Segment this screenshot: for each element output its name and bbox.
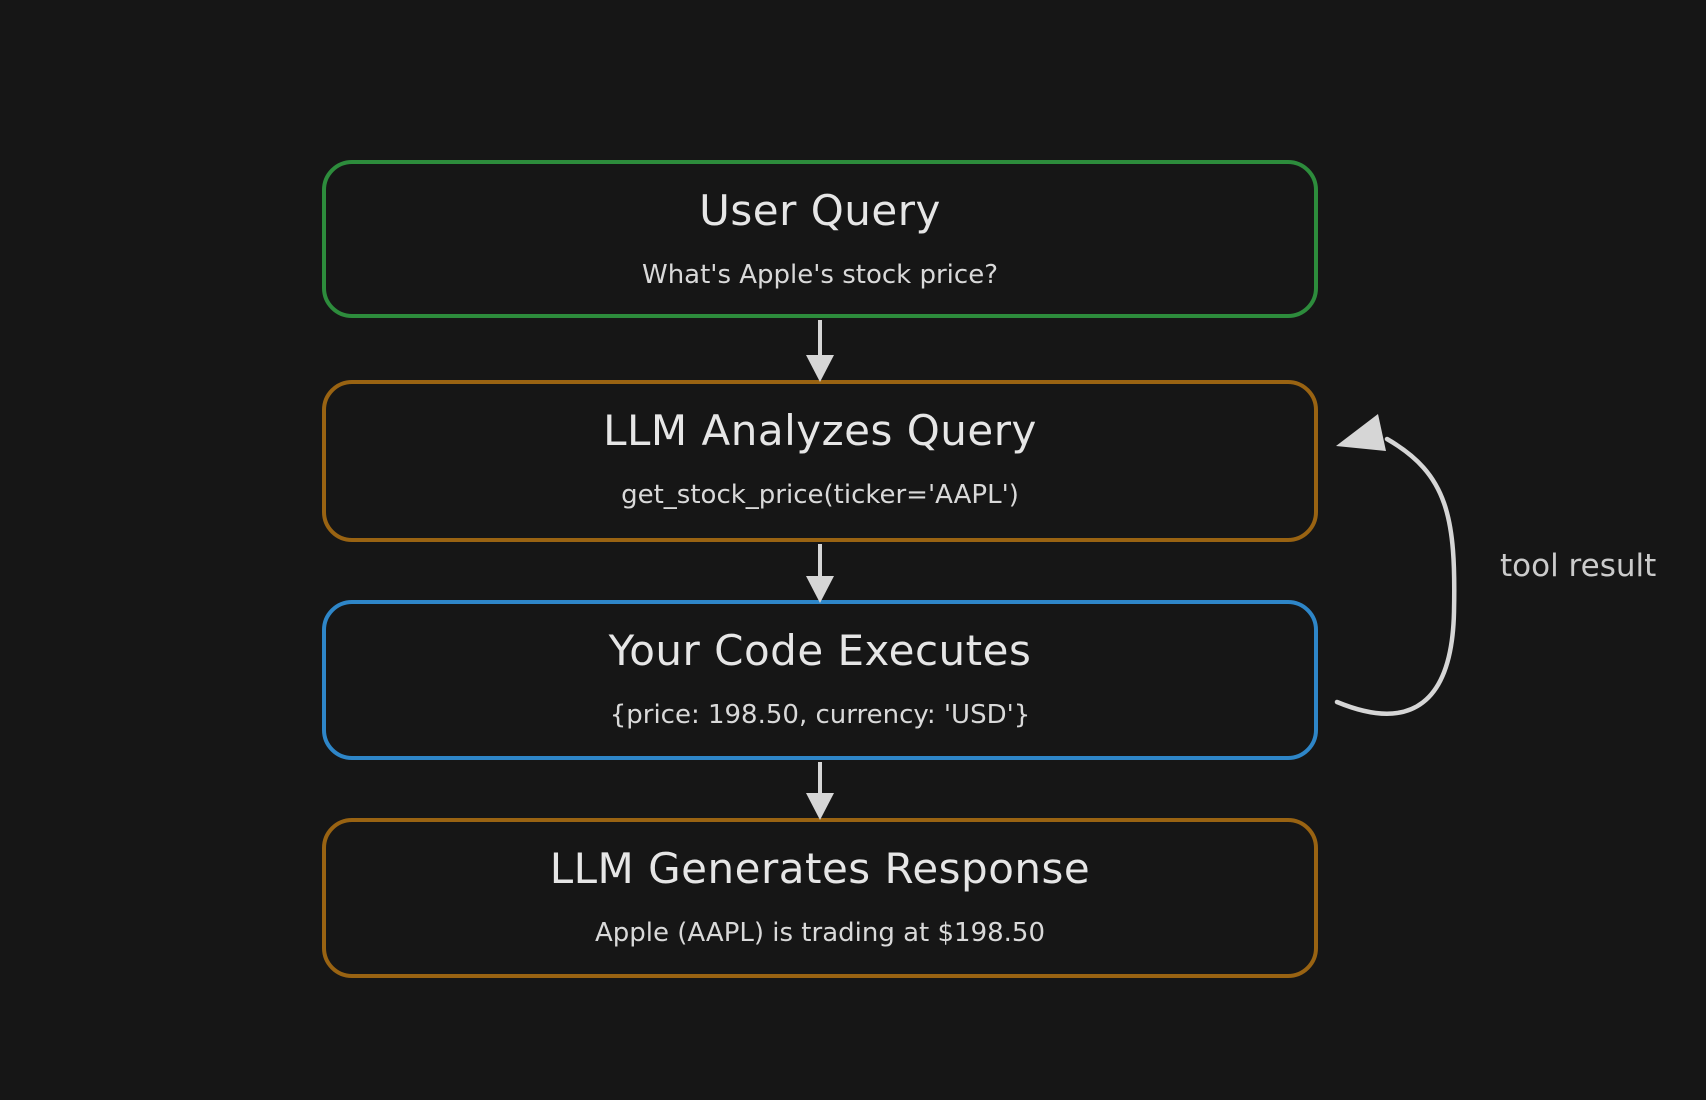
node-user-query: User Query What's Apple's stock price? xyxy=(322,160,1318,318)
node-subtitle: get_stock_price(ticker='AAPL') xyxy=(621,480,1019,511)
node-subtitle: {price: 198.50, currency: 'USD'} xyxy=(609,700,1031,731)
node-llm-generates-response: LLM Generates Response Apple (AAPL) is t… xyxy=(322,818,1318,978)
node-title: Your Code Executes xyxy=(608,626,1032,675)
node-subtitle: What's Apple's stock price? xyxy=(641,260,998,291)
down-arrow-icon xyxy=(806,762,834,820)
tool-result-curved-arrow-icon xyxy=(1334,414,1457,716)
node-your-code-executes: Your Code Executes {price: 198.50, curre… xyxy=(322,600,1318,760)
down-arrow-icon xyxy=(806,544,834,603)
node-title: User Query xyxy=(699,186,941,235)
down-arrow-icon xyxy=(806,320,834,382)
node-subtitle: Apple (AAPL) is trading at $198.50 xyxy=(594,918,1046,949)
node-title: LLM Analyzes Query xyxy=(603,406,1037,455)
node-title: LLM Generates Response xyxy=(549,844,1091,893)
node-llm-analyzes-query: LLM Analyzes Query get_stock_price(ticke… xyxy=(322,380,1318,542)
tool-result-label: tool result xyxy=(1500,548,1657,584)
